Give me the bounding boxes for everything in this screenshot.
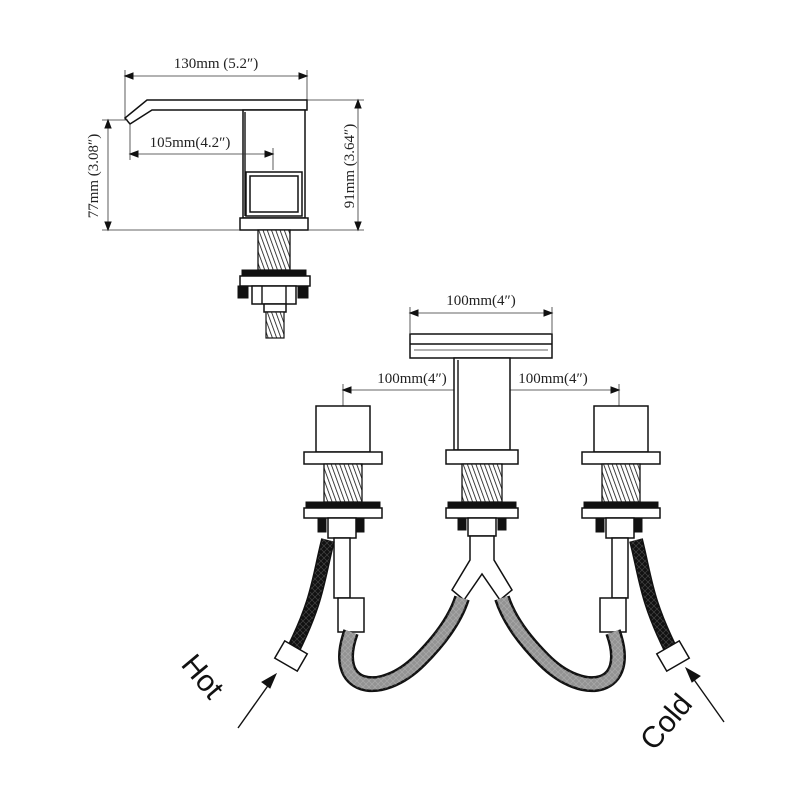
cold-label: Cold bbox=[634, 688, 699, 756]
arrow-up-right-icon bbox=[237, 672, 278, 729]
side-view: 130mm (5.2″) 105mm(4.2″) bbox=[86, 56, 364, 339]
arrow-up-left-icon bbox=[684, 666, 725, 723]
front-view: 100mm(4″) 100mm(4″) 100mm(4″) bbox=[175, 293, 725, 756]
dim-spout-length: 130mm (5.2″) bbox=[174, 56, 259, 72]
dim-reach: 105mm(4.2″) bbox=[150, 135, 231, 151]
dim-height-91: 91mm (3.64″) bbox=[342, 124, 358, 209]
dim-spacing-right: 100mm(4″) bbox=[518, 371, 588, 387]
dim-spout-width: 100mm(4″) bbox=[446, 293, 516, 309]
hot-label: Hot bbox=[175, 648, 231, 705]
dim-spacing-left: 100mm(4″) bbox=[377, 371, 447, 387]
dim-height-77: 77mm (3.08″) bbox=[86, 134, 102, 219]
